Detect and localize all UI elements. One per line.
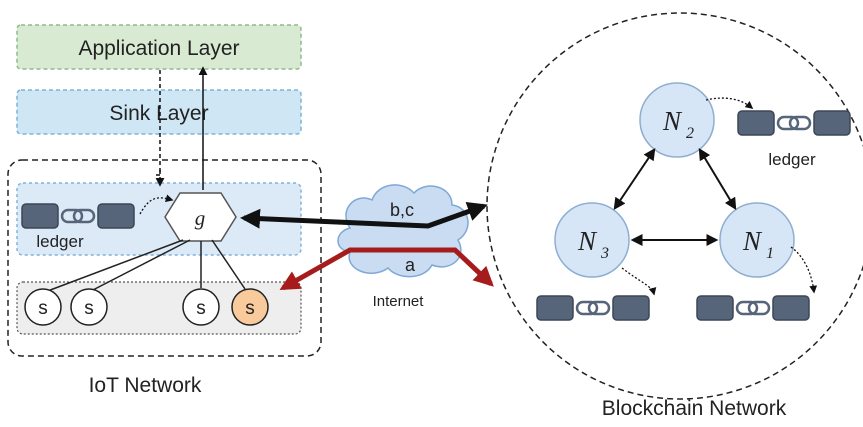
- iot-network-title: IoT Network: [89, 374, 202, 397]
- iot-gateway-band: [16, 182, 302, 256]
- node-n1-subscript: 1: [766, 245, 774, 262]
- n3-ledger-chain: [535, 294, 651, 322]
- node-n2-base: N: [662, 106, 683, 136]
- blockchain-ledger-label: ledger: [768, 150, 816, 169]
- application-to-gateway-dashed-line: [155, 70, 161, 176]
- gateway-sensor4-link: [211, 239, 246, 290]
- internet-label: Internet: [373, 293, 425, 310]
- sensor-node-highlighted: [231, 288, 269, 326]
- n1-to-ledger-dotted-arrow: [790, 246, 818, 294]
- edge-a-label: a: [405, 255, 416, 275]
- blockchain-node-n1: [719, 202, 795, 278]
- sensor-label: s: [245, 298, 255, 319]
- blockchain-network-title: Blockchain Network: [602, 397, 787, 420]
- node-n2-subscript: 2: [686, 125, 694, 142]
- sensor-label: s: [84, 298, 94, 319]
- gateway-to-ledger-dotted-arrow: [139, 194, 174, 215]
- iot-network-boundary: [7, 159, 322, 357]
- blockchain-sensor-a-arrow: [279, 247, 494, 291]
- blockchain-node-n3: [554, 202, 630, 278]
- gateway-blockchain-bc-arrow: [240, 201, 488, 229]
- n1-ledger-chain: [695, 294, 811, 322]
- application-layer-box: [16, 24, 302, 70]
- blockchain-node-n2: [639, 82, 715, 158]
- sensor-node-3: [182, 288, 220, 326]
- sensor-label: s: [196, 298, 206, 319]
- sensor-node-2: [70, 288, 108, 326]
- n3-to-ledger-dotted-arrow: [621, 267, 657, 296]
- sink-layer-box: [16, 89, 302, 135]
- n2-to-ledger-dotted-arrow: [705, 97, 754, 109]
- sink-layer-label: Sink Layer: [109, 102, 208, 125]
- link-n2-n3: [613, 148, 656, 210]
- internet-cloud: [337, 184, 469, 278]
- sensor-node-1: [24, 288, 62, 326]
- gateway-sensor1-link: [44, 239, 184, 293]
- link-n2-n1: [698, 147, 737, 211]
- iot-ledger-label: ledger: [36, 232, 84, 251]
- sensor-label: s: [38, 298, 48, 319]
- blockchain-network-boundary: [486, 12, 863, 400]
- application-layer-label: Application Layer: [78, 37, 239, 60]
- node-n1-base: N: [742, 226, 763, 256]
- gateway-sensor2-link: [88, 239, 191, 293]
- edge-bc-label: b,c: [390, 200, 414, 220]
- node-n3-subscript: 3: [600, 245, 609, 262]
- gateway-label: g: [195, 206, 206, 230]
- n2-ledger-chain: [736, 109, 852, 137]
- node-n3-base: N: [577, 226, 598, 256]
